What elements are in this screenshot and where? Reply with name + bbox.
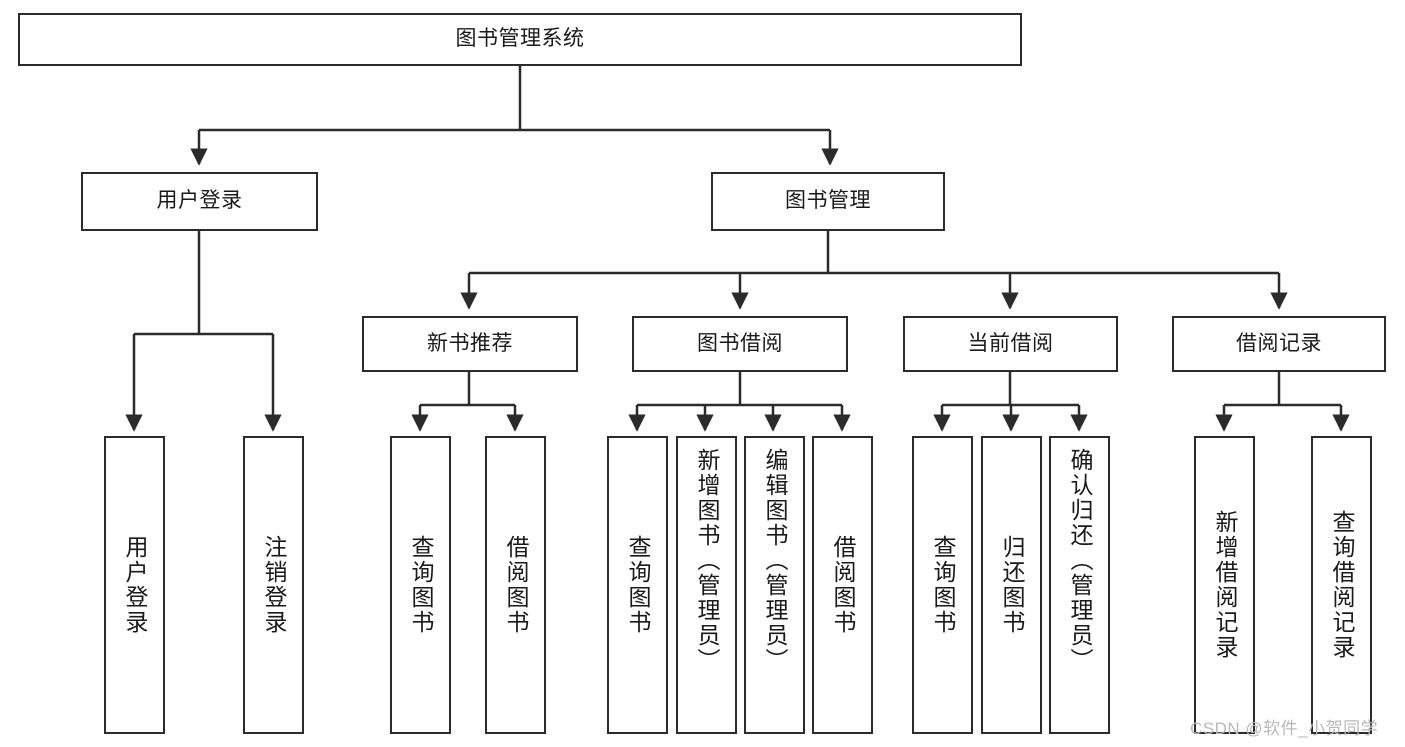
node-root-label: 图书管理系统 xyxy=(455,27,585,51)
node-borrow-record[interactable]: 借阅记录 xyxy=(1172,316,1386,372)
node-leaf-edit-book[interactable]: 编辑图书（管理员） xyxy=(744,436,805,734)
node-book-borrow-label: 图书借阅 xyxy=(697,331,783,355)
node-user-login[interactable]: 用户登录 xyxy=(81,172,318,231)
node-leaf-query-book-1-label: 查询图书 xyxy=(408,535,434,635)
node-new-book-rec-label: 新书推荐 xyxy=(427,331,513,355)
node-leaf-confirm-return-label: 确认归还（管理员） xyxy=(1067,448,1093,673)
node-book-borrow[interactable]: 图书借阅 xyxy=(632,316,848,372)
node-borrow-record-label: 借阅记录 xyxy=(1236,331,1322,355)
node-leaf-confirm-return[interactable]: 确认归还（管理员） xyxy=(1049,436,1110,734)
node-new-book-rec[interactable]: 新书推荐 xyxy=(362,316,578,372)
node-leaf-query-book-2[interactable]: 查询图书 xyxy=(607,436,668,734)
node-leaf-logout-label: 注销登录 xyxy=(261,535,287,635)
node-leaf-logout[interactable]: 注销登录 xyxy=(243,436,304,734)
node-user-login-label: 用户登录 xyxy=(156,189,243,213)
node-leaf-borrow-book-2-label: 借阅图书 xyxy=(830,535,856,635)
node-current-borrow-label: 当前借阅 xyxy=(967,331,1054,355)
node-leaf-query-book-3-label: 查询图书 xyxy=(930,535,956,635)
node-leaf-query-record-label: 查询借阅记录 xyxy=(1329,510,1355,660)
node-current-borrow[interactable]: 当前借阅 xyxy=(903,316,1118,372)
node-leaf-query-book-2-label: 查询图书 xyxy=(625,535,651,635)
node-leaf-add-record-label: 新增借阅记录 xyxy=(1212,510,1238,660)
node-leaf-borrow-book-1-label: 借阅图书 xyxy=(503,535,529,635)
node-leaf-return-book[interactable]: 归还图书 xyxy=(981,436,1042,734)
node-leaf-user-login-label: 用户登录 xyxy=(122,535,148,635)
node-leaf-add-book[interactable]: 新增图书（管理员） xyxy=(676,436,737,734)
watermark-text: CSDN @软件_小贺同学 xyxy=(1190,719,1379,738)
node-book-manage-label: 图书管理 xyxy=(785,189,871,213)
node-leaf-return-book-label: 归还图书 xyxy=(999,535,1025,635)
node-leaf-query-book-1[interactable]: 查询图书 xyxy=(390,436,451,734)
node-book-manage[interactable]: 图书管理 xyxy=(711,172,945,231)
node-leaf-user-login[interactable]: 用户登录 xyxy=(104,436,165,734)
node-leaf-query-record[interactable]: 查询借阅记录 xyxy=(1311,436,1372,734)
node-leaf-add-book-label: 新增图书（管理员） xyxy=(694,448,720,673)
node-leaf-query-book-3[interactable]: 查询图书 xyxy=(912,436,973,734)
node-leaf-edit-book-label: 编辑图书（管理员） xyxy=(762,448,788,673)
node-leaf-borrow-book-1[interactable]: 借阅图书 xyxy=(485,436,546,734)
node-root[interactable]: 图书管理系统 xyxy=(18,13,1022,66)
node-leaf-add-record[interactable]: 新增借阅记录 xyxy=(1194,436,1255,734)
node-leaf-borrow-book-2[interactable]: 借阅图书 xyxy=(812,436,873,734)
